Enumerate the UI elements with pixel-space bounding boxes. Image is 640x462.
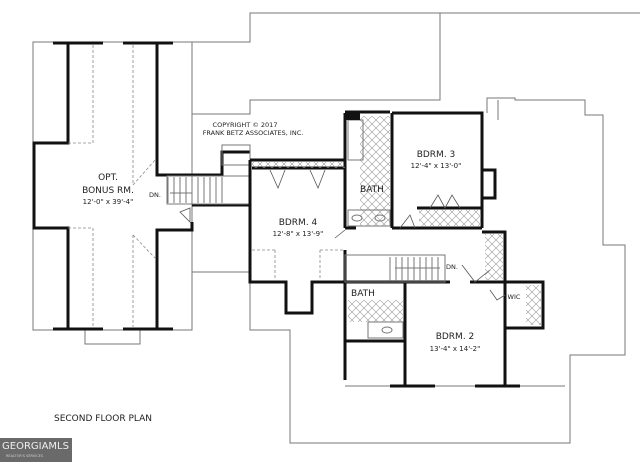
wic-label: WIC [508, 293, 521, 301]
roof-outline [32, 12, 640, 444]
bonus-room-dims: 12'-0" x 39'-4" [83, 198, 134, 206]
georgiamls-logo: GEORGIAMLS REALTOR'S SERVICES [0, 438, 72, 462]
bonus-room-walls [32, 41, 250, 331]
bonus-room-label: OPT. [98, 173, 118, 183]
bdrm2-label: BDRM. 2 [436, 332, 475, 342]
copyright-line2: FRANK BETZ ASSOCIATES, INC. [203, 129, 304, 137]
stair-down-label-right: DN. [446, 263, 458, 271]
bath-fixtures [345, 112, 404, 339]
bath-upper-label: BATH [360, 185, 384, 195]
left-staircase [166, 144, 251, 223]
bdrm3-dims: 12'-4" x 13'-0" [411, 162, 462, 170]
right-staircase [344, 254, 446, 283]
bdrm2-dims: 13'-4" x 14'-2" [430, 345, 481, 353]
copyright-line1: COPYRIGHT © 2017 [213, 121, 278, 129]
closets [252, 162, 541, 325]
bath-lower-label: BATH [351, 289, 375, 299]
logo-tagline: REALTOR'S SERVICES [6, 454, 44, 458]
bdrm3-label: BDRM. 3 [417, 150, 456, 160]
bdrm4-label: BDRM. 4 [279, 218, 318, 228]
bonus-room-name: BONUS RM. [82, 186, 134, 196]
stair-down-label-left: DN. [149, 191, 161, 199]
bdrm4-dims: 12'-8" x 13'-9" [273, 230, 324, 238]
logo-text: GEORGIAMLS [2, 441, 69, 452]
plan-title: SECOND FLOOR PLAN [54, 414, 152, 424]
